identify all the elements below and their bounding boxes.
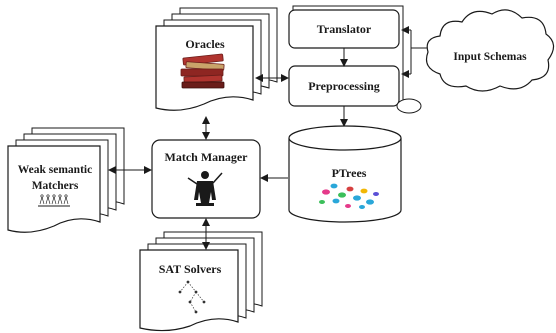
tree-nodes-icon xyxy=(319,183,379,209)
oracles-document-stack: Oracles xyxy=(155,7,278,111)
match-manager-box: Match Manager xyxy=(151,139,261,219)
weak-matchers-document-stack: Weak semantic Matchers xyxy=(7,127,125,233)
translator-box: Translator xyxy=(288,9,400,49)
ptrees-label: PTrees xyxy=(332,166,367,180)
sat-solvers-document-stack: SAT Solvers xyxy=(139,231,263,332)
input-schemas-cloud: Input Schemas xyxy=(396,9,555,114)
match-manager-label: Match Manager xyxy=(165,150,249,164)
preprocessing-label: Preprocessing xyxy=(308,79,380,93)
tree-graph-icon xyxy=(178,280,206,314)
conductor-icon xyxy=(187,171,223,206)
sat-solvers-label: SAT Solvers xyxy=(159,262,222,276)
weak-matchers-label-line1: Weak semantic xyxy=(18,164,92,176)
weak-matchers-label-line2: Matchers xyxy=(32,180,79,192)
translator-preprocessing-group: Translator Preprocessing xyxy=(288,5,404,107)
translator-label: Translator xyxy=(317,22,372,36)
oracles-label: Oracles xyxy=(185,37,225,51)
small-bubble xyxy=(396,98,422,114)
books-icon xyxy=(180,53,225,89)
small-graph-icon xyxy=(38,194,70,207)
input-schemas-label: Input Schemas xyxy=(453,51,527,63)
preprocessing-box: Preprocessing xyxy=(288,65,400,107)
ptrees-database: PTrees xyxy=(288,125,402,223)
